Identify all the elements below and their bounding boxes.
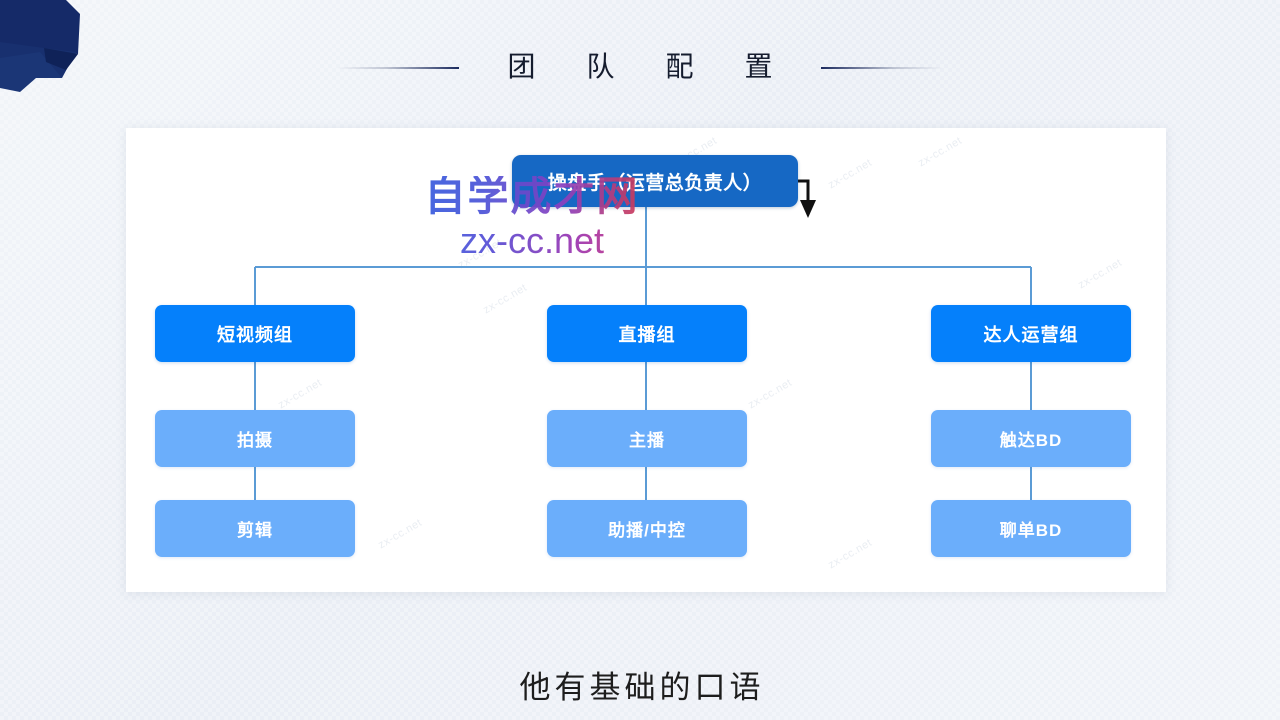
slide-caption: 他有基础的口语 — [519, 670, 765, 705]
corner-ribbon-decoration — [0, 0, 80, 92]
page-title: 团 队 配 置 — [507, 52, 795, 83]
org-node-editing[interactable]: 剪辑 — [155, 500, 355, 557]
org-node-outreach-bd[interactable]: 触达BD — [931, 410, 1131, 467]
slide-header: 团 队 配 置 — [0, 44, 1280, 92]
org-node-host[interactable]: 主播 — [547, 410, 747, 467]
org-node-root[interactable]: 操盘手（运营总负责人） — [512, 155, 798, 207]
org-node-talent-ops-group[interactable]: 达人运营组 — [931, 305, 1131, 362]
header-rule-right — [820, 67, 943, 69]
header-rule-left — [337, 67, 460, 69]
org-node-short-video-group[interactable]: 短视频组 — [155, 305, 355, 362]
org-node-assistant-host[interactable]: 助播/中控 — [547, 500, 747, 557]
org-node-live-group[interactable]: 直播组 — [547, 305, 747, 362]
org-node-chat-bd[interactable]: 聊单BD — [931, 500, 1131, 557]
org-node-shooting[interactable]: 拍摄 — [155, 410, 355, 467]
org-chart-nodes: 操盘手（运营总负责人） 短视频组 直播组 达人运营组拍摄剪辑 主播助播/中控 触达BD 聊单… — [126, 128, 1166, 592]
